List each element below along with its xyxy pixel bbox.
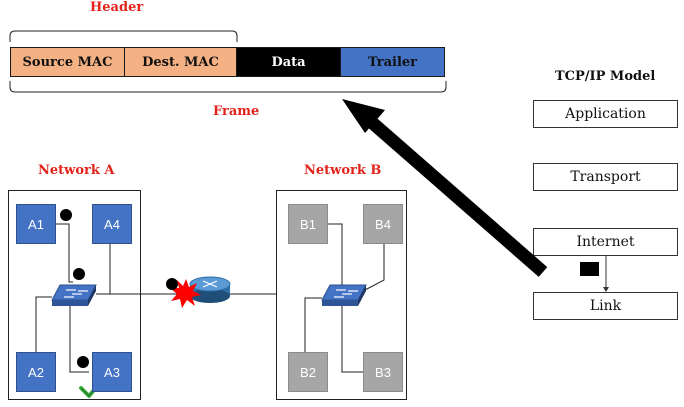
switch-b-icon	[321, 284, 367, 306]
host-b1-label: B1	[300, 216, 316, 232]
internet-link-arrowhead	[603, 287, 609, 292]
layer-link: Link	[533, 292, 678, 320]
tcpip-title: TCP/IP Model	[555, 69, 656, 84]
host-a4-label: A4	[104, 216, 120, 232]
host-a4: A4	[92, 204, 132, 244]
big-arrow-head	[342, 99, 385, 133]
header-label: Header	[90, 0, 144, 15]
layer-application-label: Application	[565, 106, 646, 122]
dest-mac-label: Dest. MAC	[142, 54, 219, 70]
host-a1-label: A1	[28, 216, 44, 232]
layer-application: Application	[533, 100, 678, 128]
host-b2-label: B2	[300, 364, 316, 380]
layer-internet: Internet	[533, 228, 678, 256]
drop-burst-icon	[170, 279, 201, 308]
host-a2-label: A2	[28, 364, 44, 380]
network-a-title: Network A	[38, 163, 115, 178]
layer-internet-label: Internet	[576, 234, 635, 250]
source-mac-label: Source MAC	[22, 54, 113, 70]
host-b4-label: B4	[375, 216, 391, 232]
big-arrow-shaft	[363, 114, 548, 277]
host-b1: B1	[288, 204, 328, 244]
trailer-label: Trailer	[368, 54, 417, 70]
network-b-title: Network B	[304, 163, 382, 178]
frame-dot-a1	[60, 209, 72, 221]
link-data-block	[580, 262, 599, 276]
layer-link-label: Link	[589, 298, 622, 314]
data-label: Data	[271, 54, 306, 70]
data-field: Data	[236, 47, 341, 77]
host-a3-label: A3	[104, 364, 120, 380]
frame-dot-switch-a	[73, 268, 85, 280]
host-b4: B4	[363, 204, 403, 244]
network-b-wires	[304, 223, 385, 373]
host-b3-label: B3	[375, 364, 391, 380]
frame-bracket	[9, 81, 447, 93]
frame-dot-router	[166, 278, 178, 290]
host-b2: B2	[288, 352, 328, 392]
switch-a-icon	[51, 284, 97, 306]
frame-label: Frame	[213, 104, 260, 119]
layer-transport: Transport	[533, 163, 678, 191]
host-a2: A2	[16, 352, 56, 392]
host-a3: A3	[92, 352, 132, 392]
host-b3: B3	[363, 352, 403, 392]
router-icon	[189, 276, 231, 303]
host-a1: A1	[16, 204, 56, 244]
trailer-field: Trailer	[340, 47, 445, 77]
frame-dot-a3	[77, 356, 89, 368]
layer-transport-label: Transport	[570, 169, 641, 185]
header-bracket	[9, 30, 238, 42]
